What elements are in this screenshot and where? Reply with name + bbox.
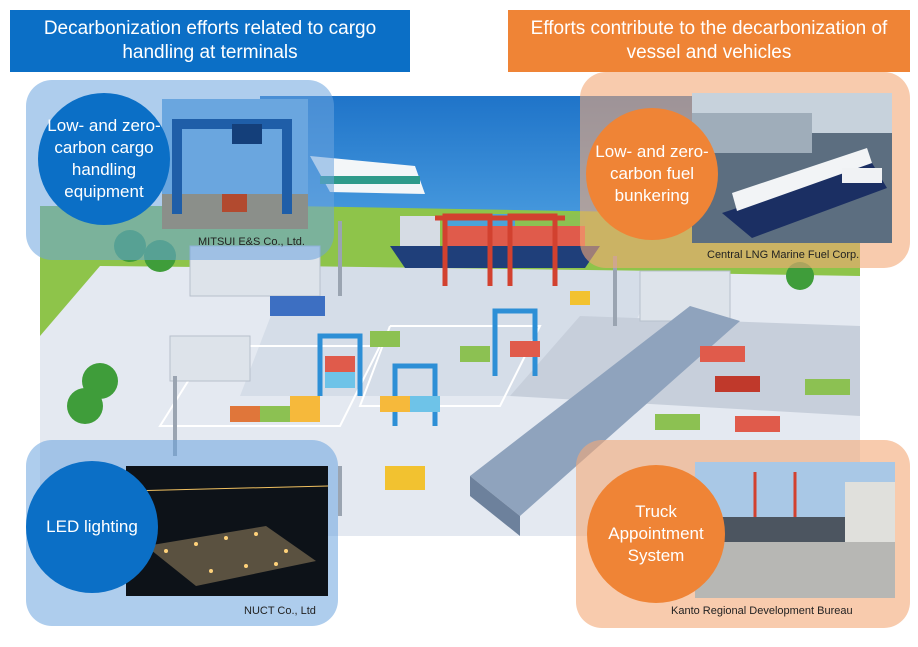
container-ship: [390, 214, 600, 268]
credit-central-lng: Central LNG Marine Fuel Corp.: [707, 249, 860, 261]
credit-mitsui: MITSUI E&S Co., Ltd.: [198, 236, 305, 248]
circle-fuel-bunkering: Low- and zero-carbon fuel bunkering: [586, 108, 718, 240]
gate-shed: [470, 306, 740, 536]
circle-cargo-equipment: Low- and zero-carbon cargo handling equi…: [38, 93, 170, 225]
circle-truck-appointment: Truck Appointment System: [587, 465, 725, 603]
forklifts: [385, 291, 590, 490]
credit-kanto: Kanto Regional Development Bureau: [671, 605, 853, 617]
photo-lng-bunkering: [692, 93, 892, 243]
banner-vessel-vehicle-efforts: Efforts contribute to the decarbonizatio…: [508, 10, 910, 72]
trucks: [270, 296, 850, 432]
credit-nuct: NUCT Co., Ltd: [244, 605, 316, 617]
circle-led-lighting: LED lighting: [26, 461, 158, 593]
gantry-cranes: [435, 213, 565, 286]
ferry: [310, 156, 425, 194]
banner-terminal-efforts: Decarbonization efforts related to cargo…: [10, 10, 410, 72]
photo-terminal-gate: [695, 462, 895, 598]
container-stacks: [230, 331, 540, 422]
photo-night-terminal: [126, 466, 328, 596]
photo-cargo-handling-crane: [162, 99, 308, 229]
